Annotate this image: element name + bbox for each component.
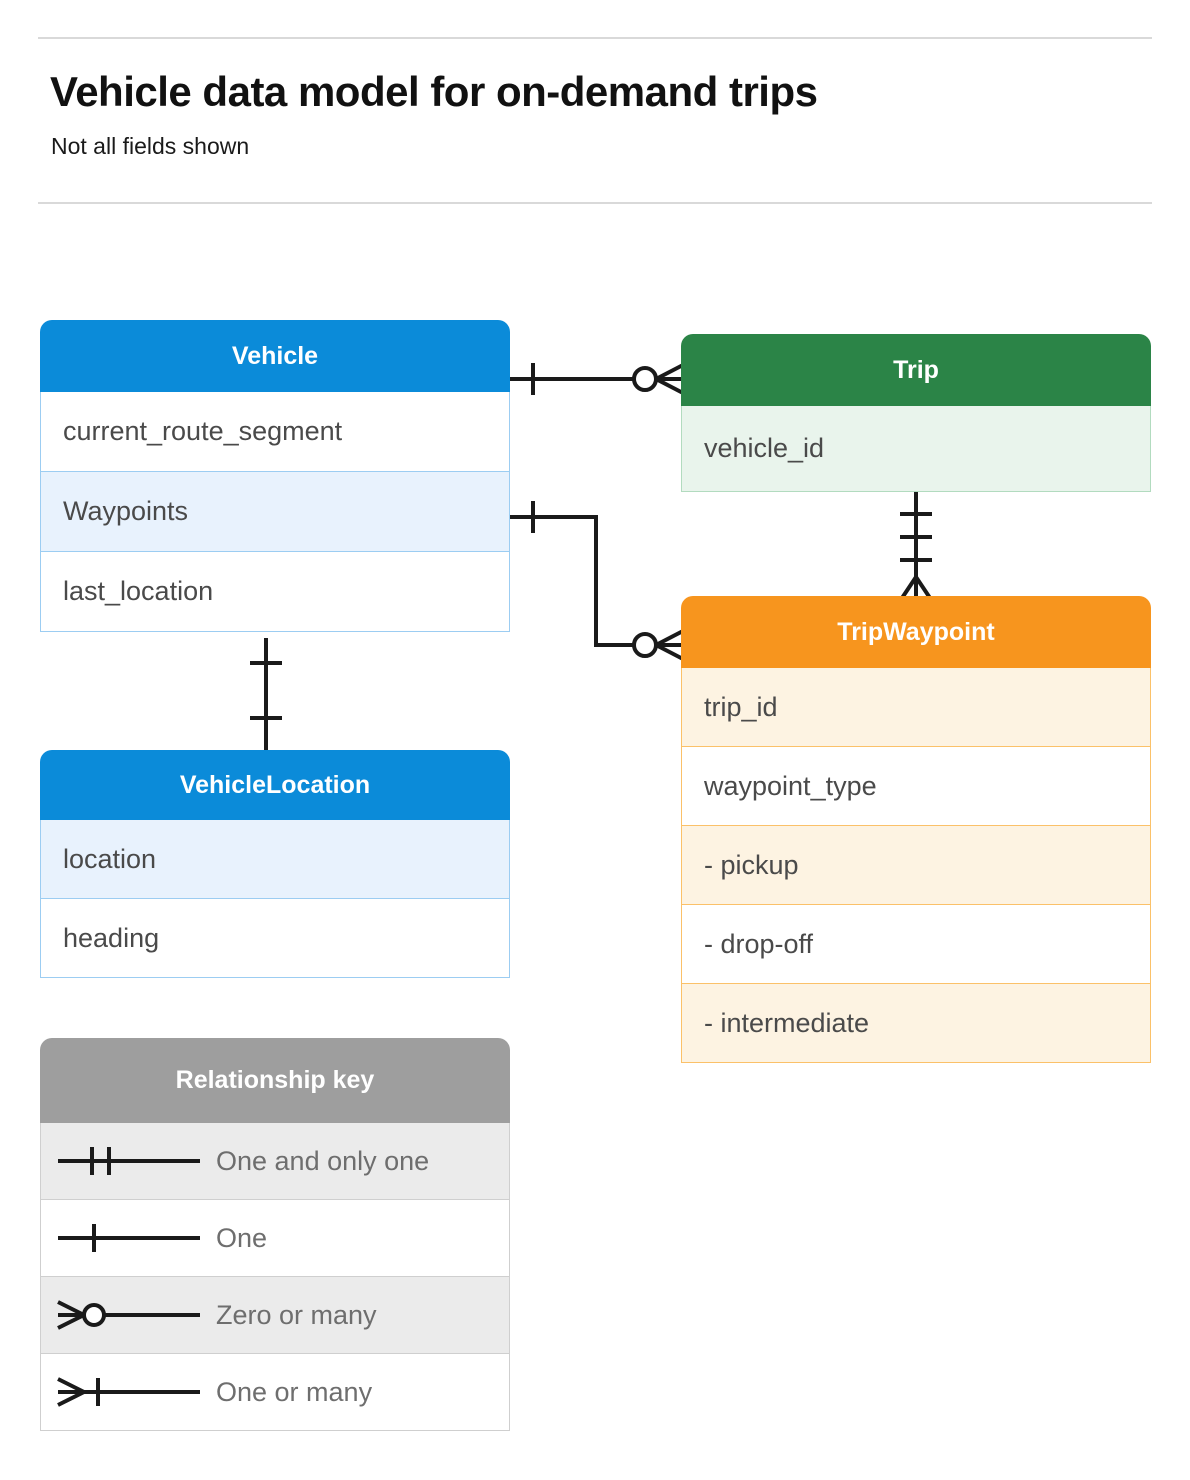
crow-vehicle-trip-c [655, 377, 684, 395]
field-row[interactable]: current_route_segment [40, 392, 510, 472]
crow-tripwaypoint-c [914, 575, 932, 600]
field-row[interactable]: waypoint_type [681, 747, 1151, 826]
entity-tripwaypoint-fields: trip_id waypoint_type - pickup - drop-of… [681, 668, 1151, 1063]
bottom-divider [38, 202, 1152, 204]
circle-zero-vehicle-trip [632, 366, 658, 392]
entity-vehicle-title: Vehicle [40, 320, 510, 392]
one-and-only-one-icon [41, 1141, 216, 1181]
legend-row-one-and-only-one: One and only one [40, 1123, 510, 1200]
edge-waypoints-triptwaypoint [508, 515, 681, 647]
legend-label: Zero or many [216, 1299, 377, 1330]
field-row[interactable]: last_location [40, 552, 510, 632]
page-subtitle: Not all fields shown [51, 133, 250, 159]
field-row[interactable]: trip_id [681, 668, 1151, 747]
entity-tripwaypoint[interactable]: TripWaypoint trip_id waypoint_type - pic… [681, 596, 1151, 1063]
entity-vehicle-fields: current_route_segment Waypoints last_loc… [40, 392, 510, 632]
legend-title: Relationship key [40, 1038, 510, 1123]
field-row[interactable]: Waypoints [40, 472, 510, 552]
circle-zero-waypoints-tripwaypoint [632, 632, 658, 658]
entity-trip[interactable]: Trip vehicle_id [681, 334, 1151, 492]
one-icon [41, 1218, 216, 1258]
legend-label: One [216, 1222, 268, 1253]
field-row[interactable]: - pickup [681, 826, 1151, 905]
page-title: Vehicle data model for on-demand trips [50, 68, 818, 115]
entity-vehiclelocation-title: VehicleLocation [40, 750, 510, 820]
entity-trip-title: Trip [681, 334, 1151, 406]
relationship-key-legend: Relationship key One and only one One [40, 1038, 510, 1431]
legend-label: One and only one [216, 1145, 430, 1176]
entity-vehiclelocation-fields: location heading [40, 820, 510, 978]
entity-vehiclelocation[interactable]: VehicleLocation location heading [40, 750, 510, 978]
field-row[interactable]: heading [40, 899, 510, 978]
field-row[interactable]: - intermediate [681, 984, 1151, 1063]
legend-label: One or many [216, 1376, 373, 1407]
field-row[interactable]: vehicle_id [681, 406, 1151, 492]
legend-row-one: One [40, 1200, 510, 1277]
crow-tripwaypoint-a [900, 575, 918, 600]
crow-waypoints-a [655, 629, 684, 647]
entity-trip-fields: vehicle_id [681, 406, 1151, 492]
crow-vehicle-trip-a [655, 363, 684, 381]
crow-waypoints-c [655, 643, 684, 661]
entity-vehicle[interactable]: Vehicle current_route_segment Waypoints … [40, 320, 510, 632]
legend-row-zero-or-many: Zero or many [40, 1277, 510, 1354]
field-row[interactable]: location [40, 820, 510, 899]
legend-row-one-or-many: One or many [40, 1354, 510, 1431]
top-divider [38, 37, 1152, 39]
one-or-many-icon [41, 1372, 216, 1412]
zero-or-many-icon [41, 1295, 216, 1335]
field-row[interactable]: - drop-off [681, 905, 1151, 984]
entity-tripwaypoint-title: TripWaypoint [681, 596, 1151, 668]
